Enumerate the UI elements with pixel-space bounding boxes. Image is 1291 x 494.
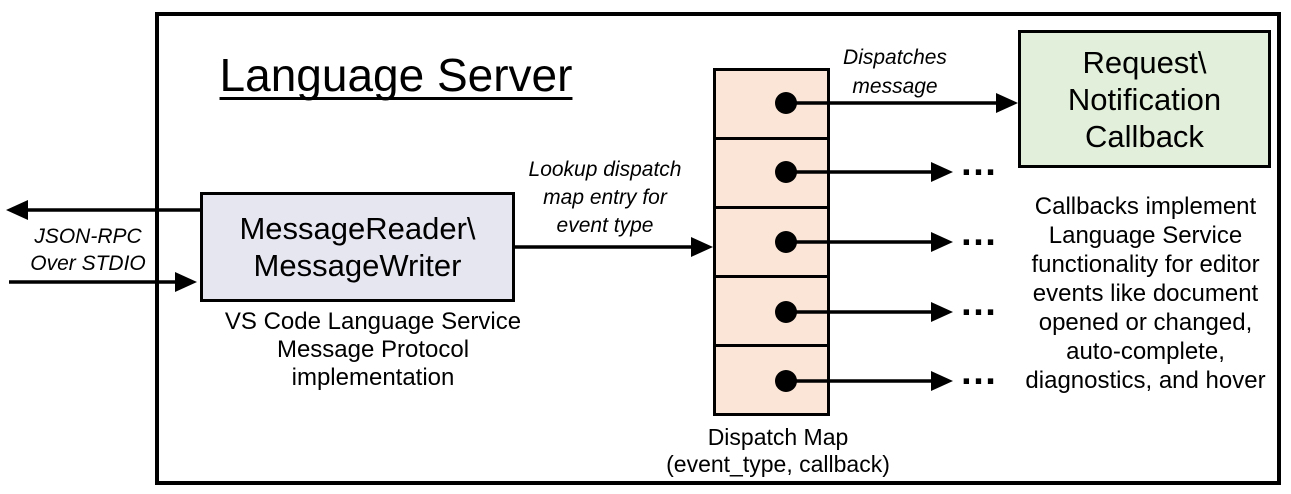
dispatch-map-cell — [716, 71, 827, 140]
stdio-output-arrowhead-icon — [6, 200, 28, 220]
message-reader-writer-box: MessageReader\ MessageWriter — [200, 192, 515, 302]
dispatch-map-cell — [716, 278, 827, 347]
ellipsis-label: … — [959, 282, 999, 324]
language-server-boundary-box — [155, 12, 1281, 485]
diagram-title: Language Server — [219, 49, 573, 101]
dispatch-map-cell — [716, 140, 827, 209]
dispatch-map — [713, 68, 830, 416]
callbacks-note: Callbacks implement Language Service fun… — [1025, 193, 1266, 394]
dispatch-map-cell — [716, 347, 827, 413]
ellipsis-label: … — [959, 351, 999, 393]
ellipsis-label: … — [959, 212, 999, 254]
message-box-caption: VS Code Language Service Message Protoco… — [224, 308, 522, 391]
request-notification-callback-box: Request\ Notification Callback — [1018, 30, 1271, 168]
lookup-dispatch-label: Lookup dispatch map entry for event type — [528, 158, 682, 237]
dispatch-map-caption: Dispatch Map (event_type, callback) — [666, 424, 890, 477]
dispatch-map-cell — [716, 209, 827, 278]
ellipsis-label: … — [959, 142, 999, 184]
json-rpc-stdio-label: JSON-RPC Over STDIO — [30, 225, 146, 275]
dispatches-message-label: Dispatches message — [843, 46, 947, 98]
